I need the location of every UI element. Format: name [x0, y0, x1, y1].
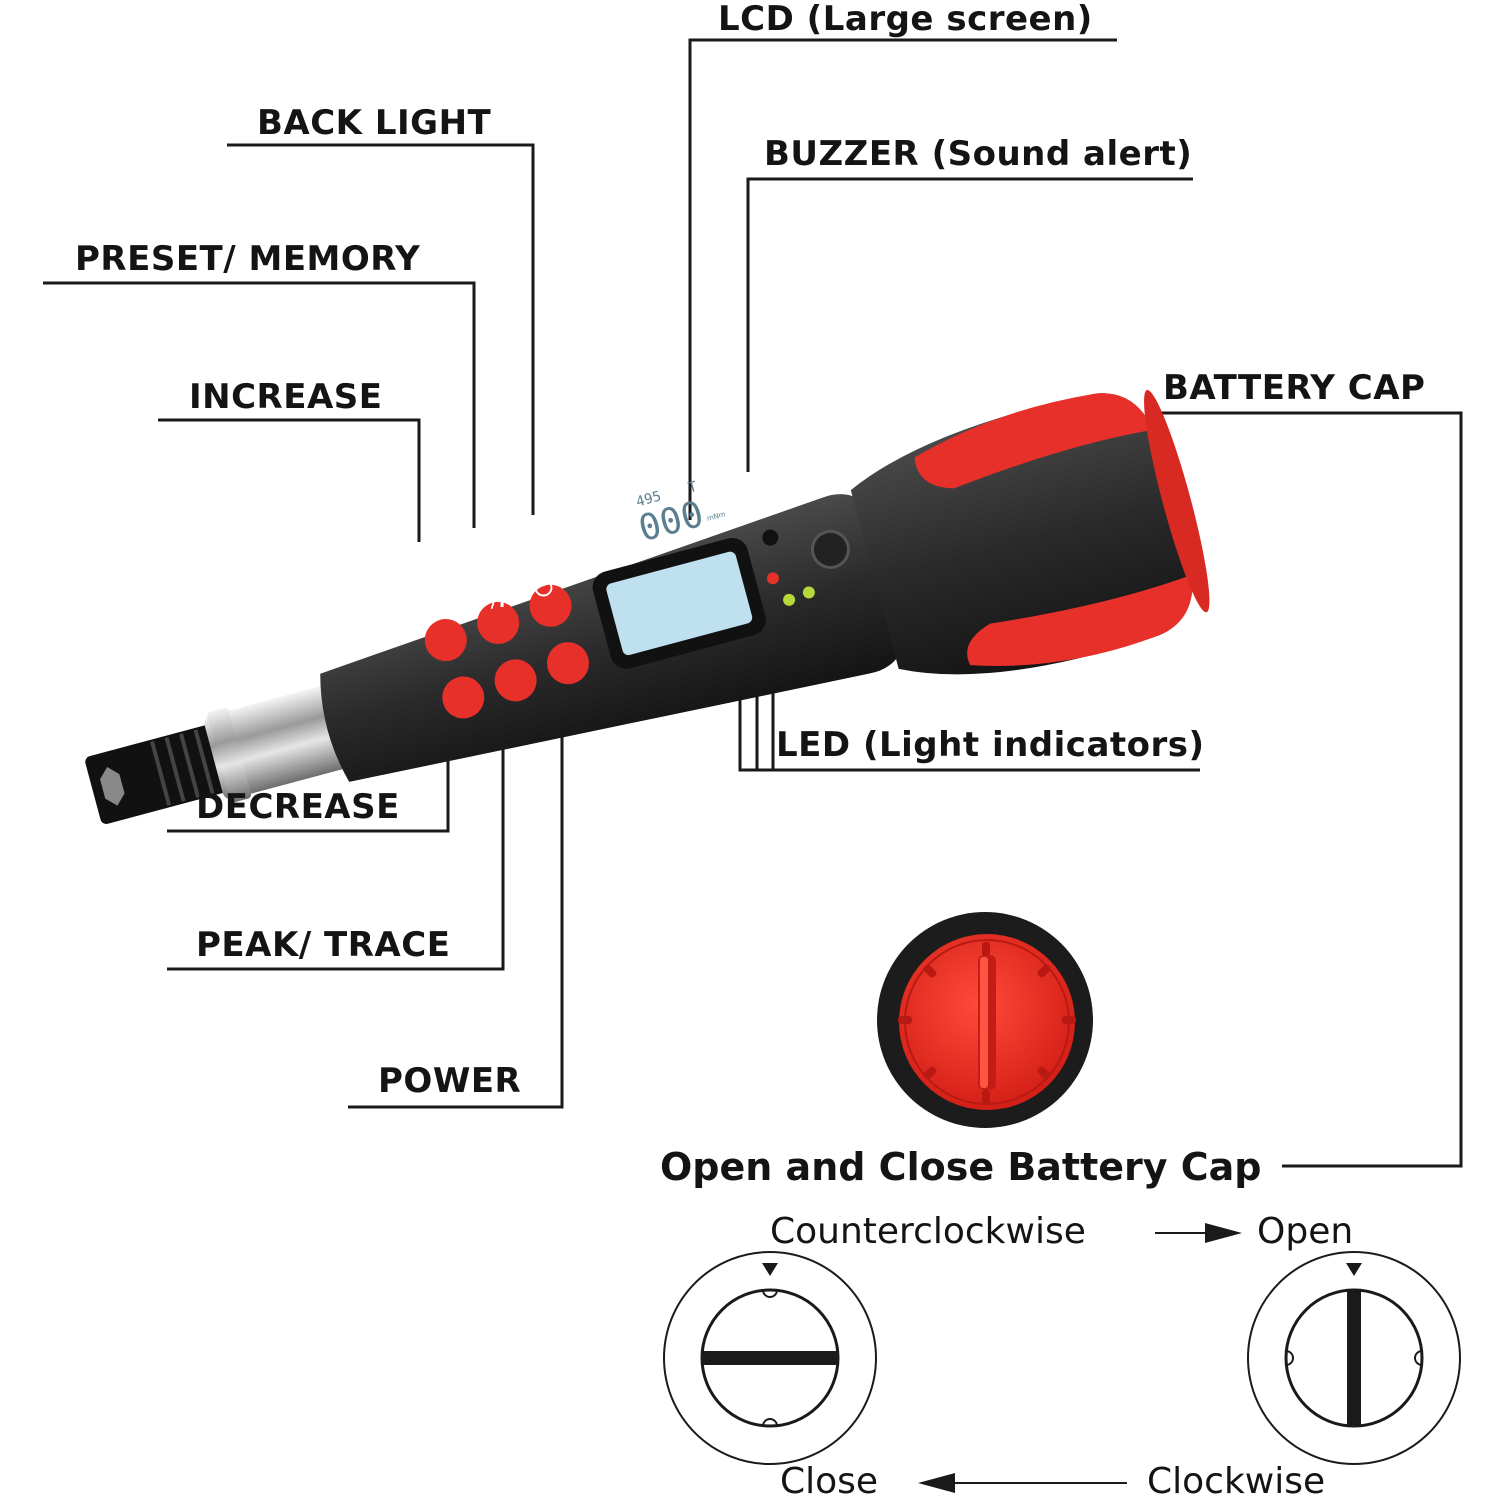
- label-close: Close: [780, 1461, 879, 1502]
- backlight-button[interactable]: ☀: [519, 514, 541, 542]
- decrease-button-shape: [442, 676, 485, 719]
- torque-screwdriver: [85, 389, 1210, 824]
- buzzer-hole: [762, 529, 779, 546]
- lcd-screen: [606, 551, 753, 656]
- grip-top: [914, 393, 1154, 489]
- label-peak-trace: PEAK/ TRACE: [196, 925, 451, 965]
- closed-cap-diagram: [663, 1251, 877, 1465]
- memory-button[interactable]: M: [468, 530, 494, 560]
- leader-lcd: [688, 38, 1117, 520]
- arrow-to-open: [1155, 1223, 1242, 1243]
- label-preset-memory: PRESET/ MEMORY: [75, 239, 421, 279]
- label-lcd: LCD (Large screen): [718, 0, 1093, 39]
- label-clockwise: Clockwise: [1147, 1461, 1326, 1502]
- peak-trace-button-shape: [494, 659, 537, 702]
- label-back-light: BACK LIGHT: [257, 103, 492, 143]
- label-counterclockwise: Counterclockwise: [770, 1211, 1086, 1252]
- peak-trace-button[interactable]: P/T: [479, 592, 508, 611]
- grip-bottom: [967, 574, 1193, 666]
- arrow-to-close: [918, 1473, 1127, 1493]
- led-green-2: [802, 586, 815, 599]
- increase-button-shape: [424, 619, 467, 662]
- decrease-button[interactable]: −: [440, 598, 464, 631]
- end-cap: [1144, 389, 1210, 613]
- lcd-unit: mNm: [706, 510, 727, 523]
- label-battery-cap: BATTERY CAP: [1163, 368, 1426, 408]
- side-knob: [810, 529, 850, 569]
- leader-power: [348, 610, 564, 1109]
- leader-buzzer: [746, 177, 1193, 472]
- memory-button-shape: [477, 601, 520, 644]
- label-buzzer: BUZZER (Sound alert): [764, 134, 1193, 174]
- leader-back-light: [227, 143, 535, 515]
- label-decrease: DECREASE: [196, 787, 400, 827]
- label-increase: INCREASE: [189, 377, 383, 417]
- battery-cap-photo: [877, 912, 1093, 1128]
- backlight-button-shape: [529, 584, 572, 627]
- leader-preset-memory: [43, 281, 476, 528]
- increase-button[interactable]: +: [422, 538, 446, 571]
- label-power: POWER: [378, 1061, 522, 1101]
- battery-section-title: Open and Close Battery Cap: [660, 1145, 1262, 1189]
- power-button[interactable]: ⏻: [534, 574, 553, 602]
- button-panel: [424, 584, 589, 719]
- led-green-1: [783, 593, 796, 606]
- leader-increase: [158, 418, 421, 542]
- label-led: LED (Light indicators): [776, 725, 1205, 765]
- label-open: Open: [1257, 1211, 1354, 1252]
- open-cap-diagram: [1247, 1251, 1461, 1465]
- leader-battery-cap: [1152, 411, 1463, 1168]
- led-red: [766, 572, 779, 585]
- power-button-shape: [546, 642, 589, 685]
- hex-socket: [100, 767, 125, 806]
